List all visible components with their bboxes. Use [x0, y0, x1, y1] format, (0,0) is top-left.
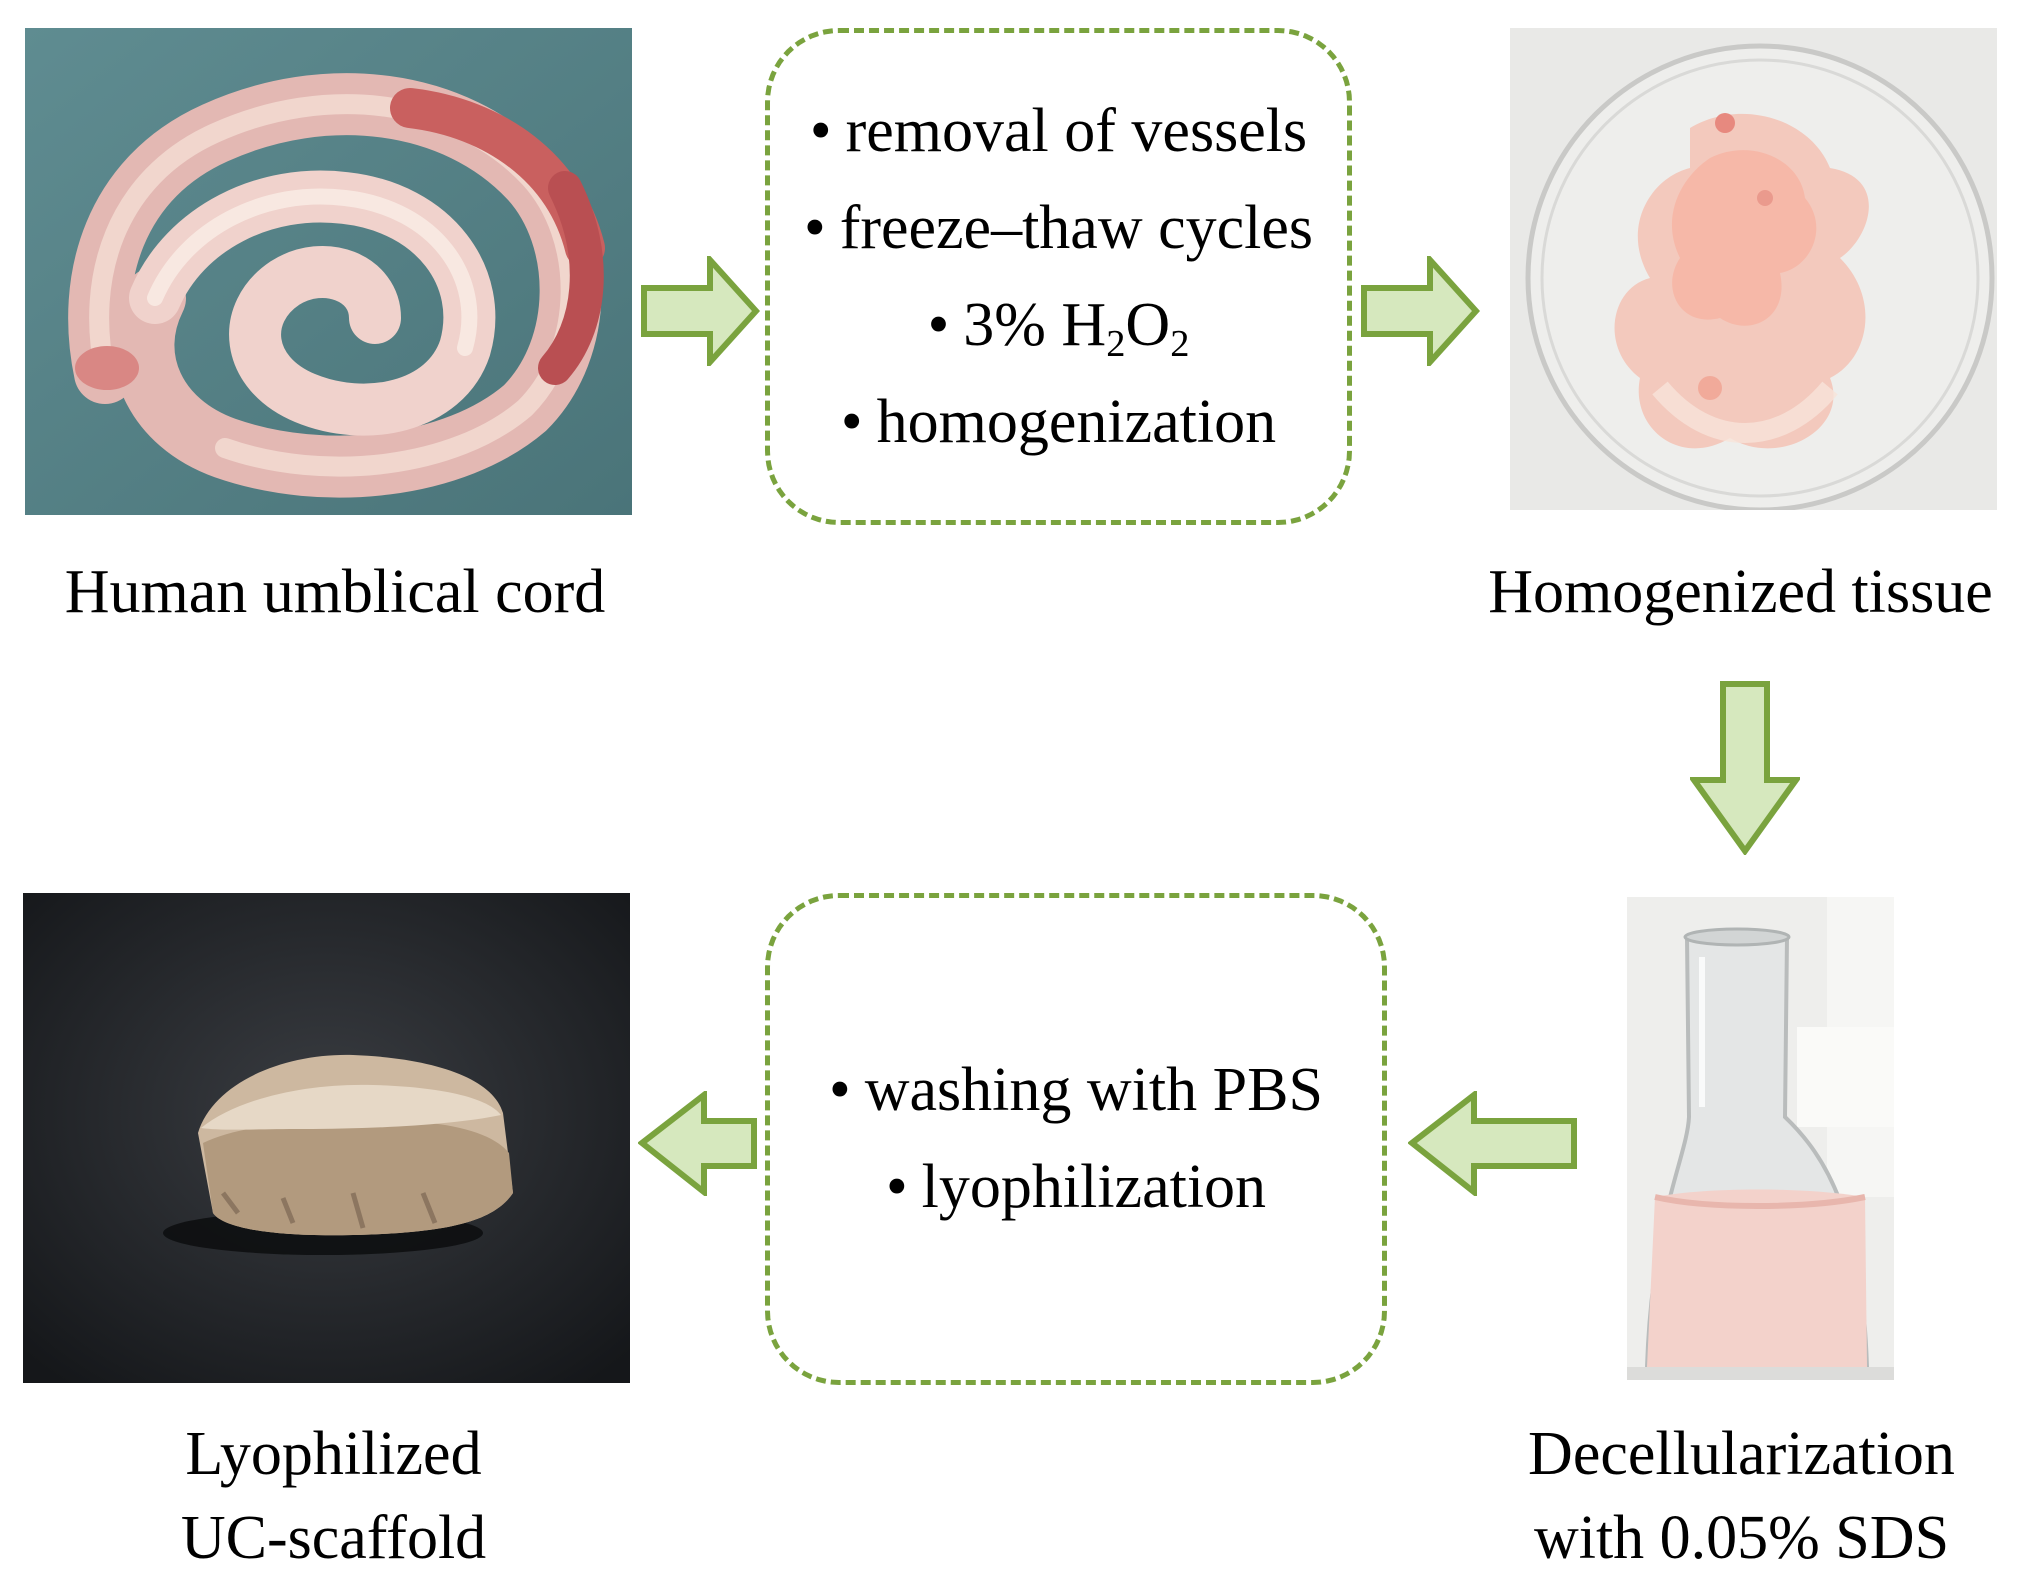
arrow-right-1 [640, 256, 760, 366]
step-lyophilization: •lyophilization [885, 1153, 1267, 1221]
arrow-left-2 [638, 1091, 758, 1196]
step-freeze-thaw-cycles: •freeze–thaw cycles [803, 193, 1313, 262]
decellularization-photo [1627, 897, 1894, 1380]
scaffold-caption: Lyophilized UC-scaffold [30, 1412, 637, 1580]
decellularization-caption-line1: Decellularization [1528, 1420, 1955, 1488]
arrow-right-2 [1360, 256, 1480, 366]
step-box-posttreatment: •washing with PBS •lyophilization [765, 893, 1387, 1385]
step-homogenization: •homogenization [840, 387, 1277, 456]
step-box-pretreatment: •removal of vessels •freeze–thaw cycles … [765, 28, 1352, 525]
umbilical-cord-caption: Human umblical cord [15, 550, 655, 634]
decellularization-caption: Decellularization with 0.05% SDS [1460, 1412, 2023, 1580]
scaffold-photo [23, 893, 630, 1383]
step-removal-of-vessels: •removal of vessels [809, 96, 1308, 165]
scaffold-caption-line1: Lyophilized [185, 1420, 482, 1488]
homogenized-tissue-photo [1510, 28, 1997, 510]
umbilical-cord-caption-text: Human umblical cord [64, 558, 606, 626]
umbilical-cord-photo [25, 28, 632, 515]
homogenized-tissue-caption: Homogenized tissue [1445, 550, 2036, 634]
step-hydrogen-peroxide: •3% H2O2 [927, 290, 1190, 365]
step-washing-with-pbs: •washing with PBS [829, 1056, 1323, 1124]
decellularization-caption-line2: with 0.05% SDS [1533, 1504, 1950, 1572]
scaffold-caption-line2: UC-scaffold [180, 1504, 487, 1572]
arrow-down [1690, 680, 1800, 855]
homogenized-tissue-caption-text: Homogenized tissue [1488, 558, 1993, 626]
arrow-left-1 [1408, 1091, 1578, 1196]
